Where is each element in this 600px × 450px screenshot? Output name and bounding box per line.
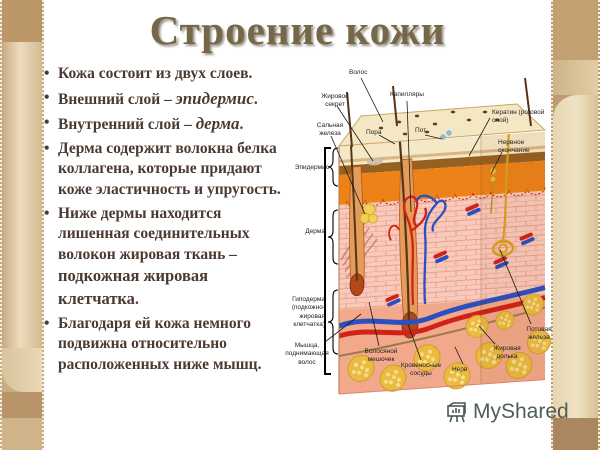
bullet-item: • Кожа состоит из двух слоев. [44, 64, 290, 85]
skin-block [338, 129, 552, 395]
myshared-logo[interactable]: MyShared [444, 399, 569, 425]
diagram-label-nerve-ending: Нервное окончание [498, 139, 530, 155]
papillae-dotted-line [346, 187, 546, 208]
diagram-label-keratin: Кератин (роговой слой) [492, 109, 545, 125]
diagram-label-fat-lobule: Жировая долька [493, 345, 521, 361]
slide-title: Строение кожи [149, 7, 446, 53]
bullet-marker: • [44, 204, 50, 222]
bullet-item: • Благодаря ей кожа немного подвижна отно… [44, 314, 290, 376]
capillary-vessels [388, 194, 447, 305]
diagram-label-capillaries: Капилляры [390, 91, 424, 98]
bullet-marker: • [44, 88, 50, 106]
bullet-text: Внешний слой – [58, 90, 176, 108]
diagram-label-sweat: Пот [415, 127, 427, 134]
strip-segment [2, 392, 42, 418]
bullet-text: Кожа состоит из двух слоев. [58, 65, 253, 82]
bullet-marker: • [44, 114, 50, 132]
diagram-label-sebum: Жировой секрет [321, 93, 349, 109]
hair-follicle-left [349, 145, 378, 297]
bullet-marker: • [44, 65, 50, 82]
skin-diagram: Волос Жировой секрет Капилляры Сальная ж… [281, 64, 577, 420]
bullet-text-emphasis: эпидермис [175, 88, 254, 108]
bullet-item: • Внутренний слой – дерма. [44, 113, 290, 136]
skin-diagram-illustration [324, 77, 552, 395]
diagram-label-blood-vessels: Кровеносные сосуды [400, 362, 442, 378]
bullet-text: Дерма содержит волокна белка коллагена, … [58, 139, 281, 199]
strip-segment [2, 418, 42, 450]
bullet-text: Внутренний слой – [58, 116, 196, 134]
diagram-label-hair-follicle: Волосяной мешочек [364, 348, 398, 364]
diagram-label-sweat-gland: Потовая железа [526, 326, 552, 342]
bullet-marker: • [44, 139, 50, 157]
strip-segment [553, 418, 598, 450]
skin-top-surface [337, 77, 547, 148]
label-leader-lines [324, 77, 532, 365]
diagram-label-nerve: Нерв [452, 366, 468, 373]
right-decor-strip [551, 0, 600, 450]
strip-segment [2, 42, 42, 348]
layer-braces [324, 147, 339, 375]
bullet-text-emphasis: дерма [195, 114, 240, 134]
bullet-text: . [134, 291, 139, 309]
hypodermis-vessels [338, 285, 546, 357]
sebum-blob [367, 157, 383, 166]
bullet-marker: • [44, 314, 50, 332]
bullet-text: . [239, 116, 244, 134]
bullet-text: Благодаря ей кожа немного подвижна относ… [58, 314, 262, 373]
diagram-label-hypodermis: Гиподерма (подкожно- жировая клетчатка) [291, 296, 325, 329]
bullet-item: • Внешний слой – эпидермис. [44, 88, 290, 111]
bullet-text: Ниже дермы находится лишенная соединител… [58, 204, 250, 263]
strip-segment [553, 0, 598, 60]
protruding-hairs [346, 77, 532, 148]
bullet-item: • Дерма содержит волокна белка коллагена,… [44, 139, 290, 201]
diagram-label-epidermis: Эпидермис [294, 164, 329, 171]
diagram-label-dermis: Дерма [305, 228, 325, 235]
strip-segment [553, 95, 598, 418]
myshared-text: MyShared [473, 400, 569, 423]
sweat-droplets [440, 130, 452, 140]
diagram-label-hair: Волос [349, 69, 368, 76]
bullet-text-emphasis: подкожная жировая клетчатка [58, 266, 209, 309]
left-decor-strip [0, 0, 44, 450]
bullet-list: • Кожа состоит из двух слоев. • Внешний сл… [44, 64, 290, 379]
easel-icon [447, 402, 466, 423]
bullet-text: . [253, 90, 258, 108]
surface-pores [378, 110, 500, 136]
bullet-item: • Ниже дермы находится лишенная соедините… [44, 204, 290, 311]
diagram-label-pore: Пора [366, 129, 382, 136]
diagram-label-sebaceous-gland: Сальная железа [316, 122, 344, 138]
diagram-label-arrector-muscle: Мышца, поднимающая волос [285, 342, 329, 366]
strip-segment [2, 348, 42, 392]
strip-segment [2, 0, 42, 43]
strip-segment [553, 60, 598, 95]
sweat-gland [491, 133, 515, 257]
